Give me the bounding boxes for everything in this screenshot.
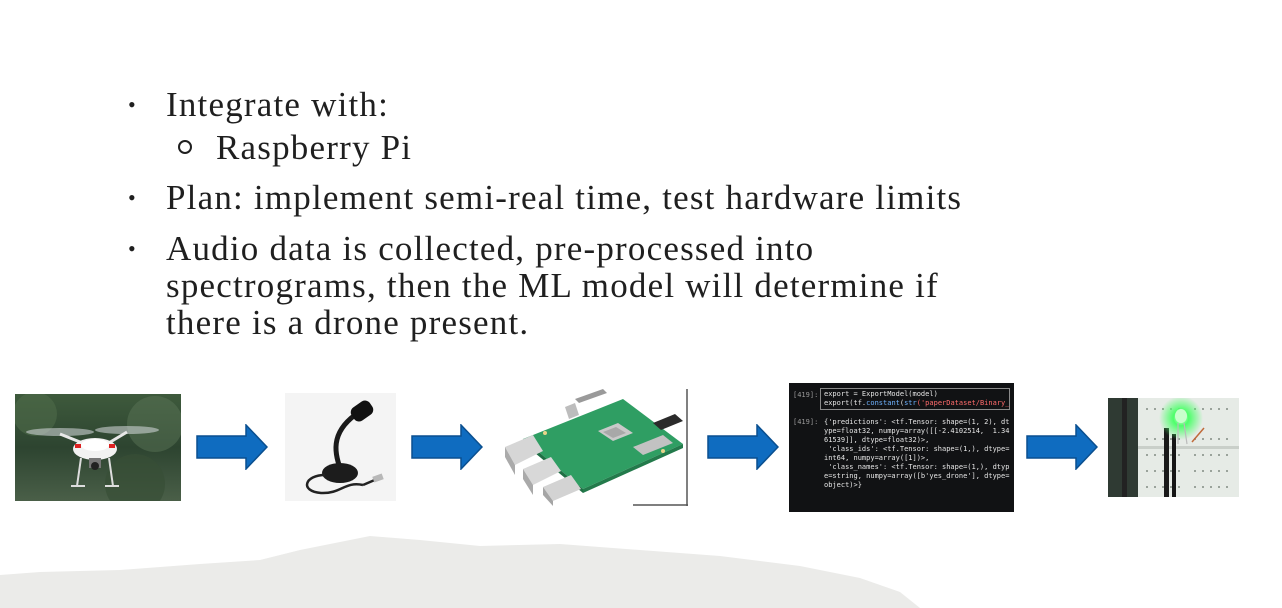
input-cell-prompt: [419]:: [793, 391, 819, 399]
bullet-integrate: • Integrate with:: [120, 86, 1040, 123]
bullet-list: • Integrate with: Raspberry Pi • Plan: i…: [120, 86, 1040, 341]
bullet-audio-line-2: spectrograms, then the ML model will det…: [166, 266, 939, 305]
output-cell-prompt: [419]:: [793, 418, 819, 426]
raspberry-pi-board-image: [503, 389, 688, 506]
arrow-right-icon: [707, 424, 779, 470]
subbullet-raspberry-pi: Raspberry Pi: [120, 129, 1040, 166]
bullet-dot: •: [128, 92, 137, 117]
input-cell: export = ExportModel(model) export(tf.co…: [820, 388, 1010, 410]
code-token: ('paperDataset/Binary_D: [916, 399, 1010, 407]
arrow-right-icon: [411, 424, 483, 470]
code-token: (: [899, 399, 905, 407]
bullet-audio-line-3: there is a drone present.: [166, 303, 530, 342]
mountain-background-shape: [0, 536, 920, 608]
code-token: constant: [866, 399, 900, 407]
green-led-breadboard-image: [1108, 398, 1239, 497]
subbullet-raspberry-pi-text: Raspberry Pi: [216, 128, 413, 167]
arrow-right-icon: [1026, 424, 1098, 470]
bullet-plan-text: Plan: implement semi-real time, test har…: [166, 178, 963, 217]
usb-microphone-image: [285, 393, 396, 501]
notebook-output-image: [419]: export = ExportModel(model) expor…: [789, 383, 1014, 512]
bullet-audio: • Audio data is collected, pre-processed…: [120, 230, 1040, 341]
code-line-2: export(tf.constant(str('paperDataset/Bin…: [824, 399, 1009, 408]
bullet-plan: • Plan: implement semi-real time, test h…: [120, 179, 1040, 216]
subbullet-ring-icon: [178, 140, 192, 154]
bullet-dot: •: [128, 236, 137, 261]
code-token: str: [904, 399, 917, 407]
drone-image: [15, 394, 181, 501]
bullet-integrate-text: Integrate with:: [166, 85, 390, 124]
bullet-audio-line-1: Audio data is collected, pre-processed i…: [166, 229, 815, 268]
arrow-right-icon: [196, 424, 268, 470]
code-line-1: export = ExportModel(model): [824, 390, 938, 398]
code-token: export(tf.: [824, 399, 867, 407]
output-text: {'predictions': <tf.Tensor: shape=(1, 2)…: [824, 418, 1010, 489]
bullet-dot: •: [128, 185, 137, 210]
